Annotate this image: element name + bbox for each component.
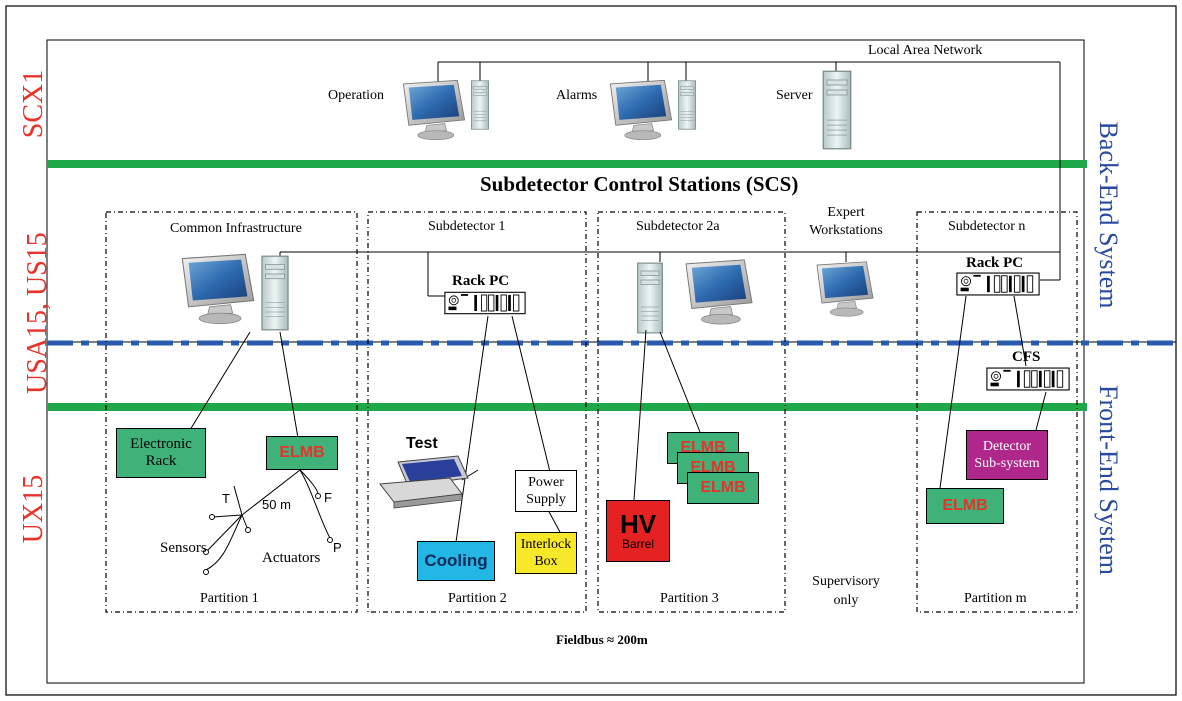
elmb-label: ELMB [942,497,988,514]
detector-subsystem-box: Detector Sub-system [966,430,1048,480]
subdetector-2a-monitor-icon [685,259,753,325]
cooling-box: Cooling [417,541,495,581]
cfs-label: CFS [1012,349,1041,365]
system-label-front-end: Front-End System [1094,385,1123,575]
elmb-box-partition-m: ELMB [926,488,1004,524]
line-cfs-detector [1035,391,1047,431]
lan-label: Local Area Network [868,43,983,58]
power-supply-box: Power Supply [515,470,577,512]
workstation-label-server: Server [776,88,813,103]
fieldbus-label: Fieldbus ≈ 200m [556,632,648,647]
actuator-p-label: P [333,540,342,555]
line-rackpc-cooling [455,315,489,543]
line-tower-rack [189,331,251,431]
rackpc-n-label: Rack PC [966,255,1024,271]
hv-label: HV [619,509,657,539]
test-label: Test [406,435,438,452]
green-separator-bottom [47,403,1087,411]
zone-label-common-infrastructure: Common Infrastructure [170,221,302,236]
diagram-title: Subdetector Control Stations (SCS) [480,172,799,196]
actuator-f-label: F [324,490,332,505]
zone-box-partition-2 [367,211,587,613]
test-console-icon [379,455,469,509]
zone-label-expert-workstations: Expert Workstations [809,205,883,238]
alarms-tower-icon [677,80,697,130]
barrel-label: Barrel [621,537,654,551]
distance-label: 50 m [262,497,291,512]
zone-label-subdetector-n: Subdetector n [948,219,1026,234]
operation-tower-icon [470,80,490,130]
outer-frame [5,5,1177,696]
zone-label-subdetector-2a: Subdetector 2a [636,219,720,234]
rackpc-1-label: Rack PC [452,273,510,289]
level-label-usa15: USA15, US15 [22,232,53,394]
sensor-endpoints [203,493,333,575]
common-infra-monitor-icon [181,253,255,325]
power-supply-label: Power Supply [526,475,566,507]
common-infra-tower-icon [261,255,289,331]
workstation-label-operation: Operation [328,88,384,103]
operation-monitor-icon [402,79,466,141]
detector-subsystem-label: Detector Sub-system [974,439,1040,471]
cooling-label: Cooling [424,551,488,570]
line-tower-elmb [279,331,299,439]
level-label-ux15: UX15 [18,474,49,544]
partition-label-m: Partition m [964,591,1027,606]
hv-barrel-box: HV Barrel [606,500,670,562]
sensor-wiring [205,469,331,571]
subdetector-2a-tower-icon [636,262,664,334]
expert-workstation-icon [816,261,874,317]
line-tower-hv [633,329,647,501]
electronic-rack-box: Electronic Rack [116,428,206,478]
server-tower-icon [822,70,852,150]
system-label-back-end: Back-End System [1094,121,1123,309]
line-tower-elmb3 [659,331,701,433]
partition-label-3: Partition 3 [660,591,719,606]
line-powersupply-interlock [547,509,561,533]
elmb-label: ELMB [279,444,325,461]
partition-label-supervisory: Supervisory only [812,574,880,608]
zone-label-subdetector-1: Subdetector 1 [428,219,506,234]
green-separator-top [47,160,1087,168]
interlock-box: Interlock Box [515,532,577,574]
rackpc-1-icon [444,291,526,315]
interlock-box-label: Interlock Box [520,537,572,569]
elmb-label: ELMB [700,479,746,496]
line-rackpc-cfs [1013,295,1027,367]
inner-frame [46,39,1085,684]
sensor-t-label: T [222,491,230,506]
partition-label-1: Partition 1 [200,591,259,606]
workstation-label-alarms: Alarms [556,88,598,103]
zone-box-partition-1 [105,211,358,613]
cfs-icon [986,367,1070,391]
zone-box-partition-m [916,211,1078,613]
zone-box-partition-3 [597,211,786,613]
alarms-monitor-icon [609,79,673,141]
line-rackpc-powersupply [511,315,551,473]
actuators-label: Actuators [262,550,321,566]
rackpc-n-icon [956,272,1040,296]
sensors-label: Sensors [160,540,207,556]
level-label-scx1: SCX1 [18,69,49,139]
line-rackpc-elmb-m [939,295,967,489]
electronic-rack-label: Electronic Rack [130,436,192,469]
elmb-label: ELMB [690,459,736,476]
elmb-box-partition-1: ELMB [266,436,338,470]
elmb-box-partition-3-c: ELMB [687,472,759,504]
partition-label-2: Partition 2 [448,591,507,606]
elmb-label: ELMB [680,439,726,456]
